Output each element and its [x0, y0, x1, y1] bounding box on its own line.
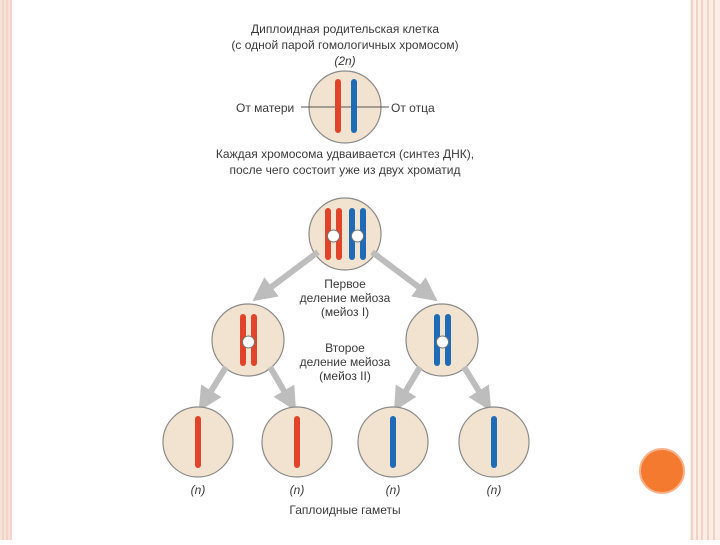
- decorative-orange-dot: [639, 448, 685, 494]
- gametes-caption: Гаплоидные гаметы: [289, 503, 400, 517]
- paternal-chromosome: [390, 416, 396, 468]
- centromere: [436, 335, 449, 349]
- replication-text-1: Каждая хромосома удваивается (синтез ДНК…: [216, 147, 474, 161]
- meiosis1-label-3: (мейоз I): [321, 305, 369, 319]
- arrow-meiosis-2: [393, 365, 423, 412]
- arrow-meiosis-2: [198, 365, 229, 412]
- gamete-ploidy-label: (n): [487, 483, 502, 497]
- maternal-chromosome: [195, 416, 201, 468]
- meiosis1-label-1: Первое: [324, 277, 366, 291]
- paternal-chromosome: [491, 416, 497, 468]
- arrow-meiosis-2: [267, 365, 297, 412]
- arrow-meiosis-1-left: [252, 249, 320, 302]
- gamete-cell: [162, 406, 234, 478]
- paternal-chromosome: [351, 79, 357, 133]
- gamete-cell: [458, 406, 530, 478]
- parent-cell: [301, 70, 389, 144]
- centromere: [242, 335, 255, 349]
- meiosis2-label-2: деление мейоза: [300, 355, 391, 369]
- gamete-cell: [357, 406, 429, 478]
- gamete-ploidy-label: (n): [290, 483, 305, 497]
- label-mother: От матери: [236, 101, 294, 115]
- centromere: [327, 229, 340, 243]
- left-border-frame: [0, 0, 14, 540]
- arrow-meiosis-1-right: [370, 249, 438, 302]
- gamete-ploidy-label: (n): [386, 483, 401, 497]
- right-border-frame: [690, 0, 720, 540]
- title-line-2: (с одной парой гомологичных хромосом): [231, 38, 458, 52]
- replication-text-2: после чего состоит уже из двух хроматид: [230, 163, 461, 177]
- daughter-cell-paternal: [405, 303, 479, 377]
- meiosis1-label-2: деление мейоза: [300, 291, 391, 305]
- replicated-cell: [308, 197, 382, 271]
- maternal-chromosome: [294, 416, 300, 468]
- meiosis2-label-1: Второе: [325, 341, 365, 355]
- label-father: От отца: [391, 101, 435, 115]
- title-line-1: Диплоидная родительская клетка: [251, 22, 439, 36]
- arrow-meiosis-2: [461, 365, 492, 412]
- maternal-chromosome: [335, 79, 341, 133]
- centromere: [351, 229, 364, 243]
- meiosis2-label-3: (мейоз II): [319, 369, 371, 383]
- gamete-cell: [261, 406, 333, 478]
- title-ploidy: (2n): [334, 54, 355, 68]
- daughter-cell-maternal: [211, 303, 285, 377]
- gamete-ploidy-label: (n): [191, 483, 206, 497]
